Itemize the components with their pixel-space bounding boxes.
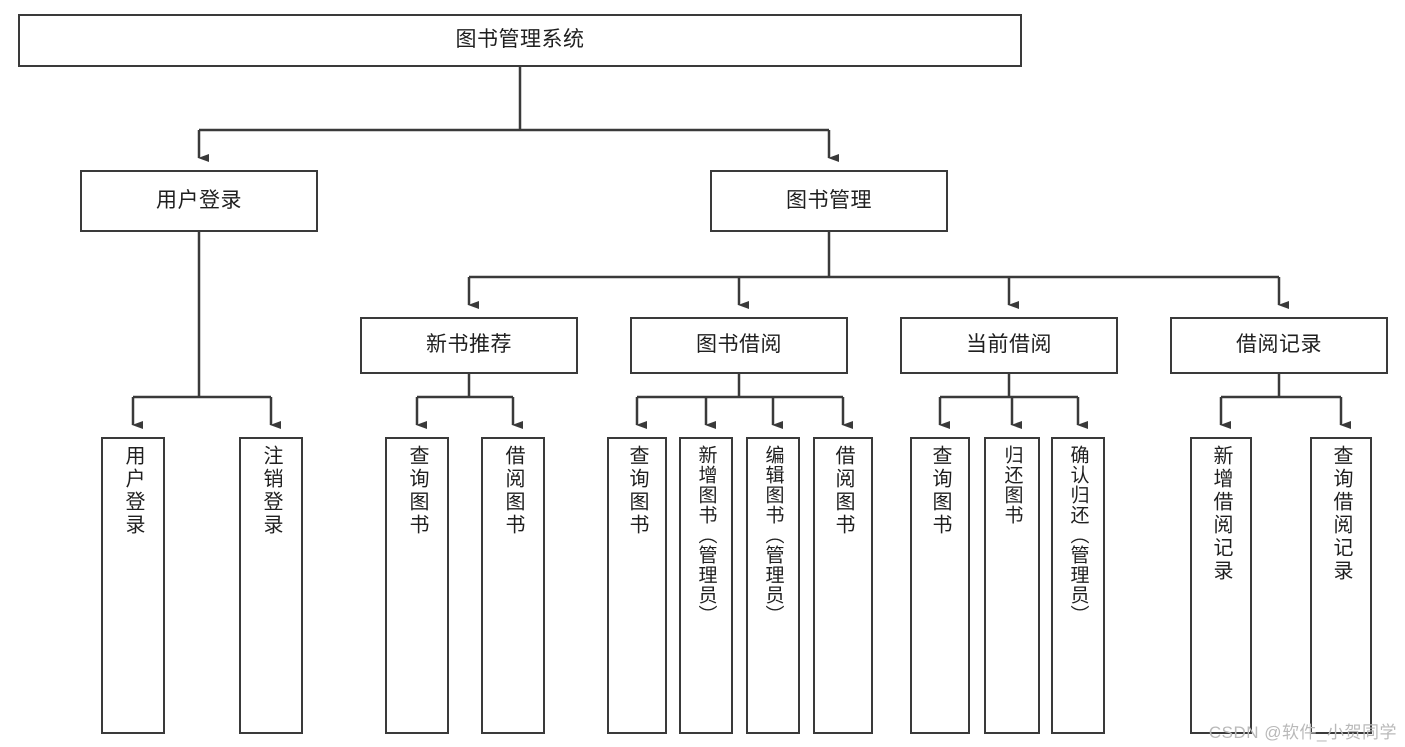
node-l7: 编辑图书（管理员） [746, 437, 800, 734]
node-label: 图书管理系统 [455, 28, 585, 52]
node-label: 查询图书 [406, 445, 428, 537]
node-label: 查询图书 [929, 445, 951, 537]
node-l4: 借阅图书 [481, 437, 545, 734]
node-bookmgmt: 图书管理 [710, 170, 948, 232]
node-l11: 确认归还（管理员） [1051, 437, 1105, 734]
node-label: 当前借阅 [966, 333, 1052, 357]
node-records: 借阅记录 [1170, 317, 1388, 374]
node-l12: 新增借阅记录 [1190, 437, 1252, 734]
node-root: 图书管理系统 [18, 14, 1022, 67]
node-label: 用户登录 [156, 188, 242, 212]
node-label: 归还图书 [1001, 445, 1023, 525]
node-borrow: 图书借阅 [630, 317, 848, 374]
csdn-watermark: CSDN @软件_小贺同学 [1208, 723, 1397, 742]
node-login: 用户登录 [80, 170, 318, 232]
node-label: 图书借阅 [696, 333, 782, 357]
node-label: 借阅记录 [1236, 333, 1322, 357]
node-newrec: 新书推荐 [360, 317, 578, 374]
node-label: 查询借阅记录 [1330, 445, 1352, 583]
node-label: 新增图书（管理员） [695, 445, 717, 625]
node-label: 用户登录 [122, 445, 144, 537]
node-label: 编辑图书（管理员） [762, 445, 784, 625]
node-l1: 用户登录 [101, 437, 165, 734]
node-l13: 查询借阅记录 [1310, 437, 1372, 734]
node-l5: 查询图书 [607, 437, 667, 734]
node-current: 当前借阅 [900, 317, 1118, 374]
node-l8: 借阅图书 [813, 437, 873, 734]
node-label: 图书管理 [786, 188, 872, 212]
node-label: 借阅图书 [502, 445, 524, 537]
node-label: 借阅图书 [832, 445, 854, 537]
node-l10: 归还图书 [984, 437, 1040, 734]
node-label: 确认归还（管理员） [1067, 445, 1089, 625]
node-l2: 注销登录 [239, 437, 303, 734]
node-l9: 查询图书 [910, 437, 970, 734]
node-label: 查询图书 [626, 445, 648, 537]
node-l6: 新增图书（管理员） [679, 437, 733, 734]
node-label: 新增借阅记录 [1210, 445, 1232, 583]
node-label: 新书推荐 [426, 333, 512, 357]
node-l3: 查询图书 [385, 437, 449, 734]
node-label: 注销登录 [260, 445, 282, 537]
